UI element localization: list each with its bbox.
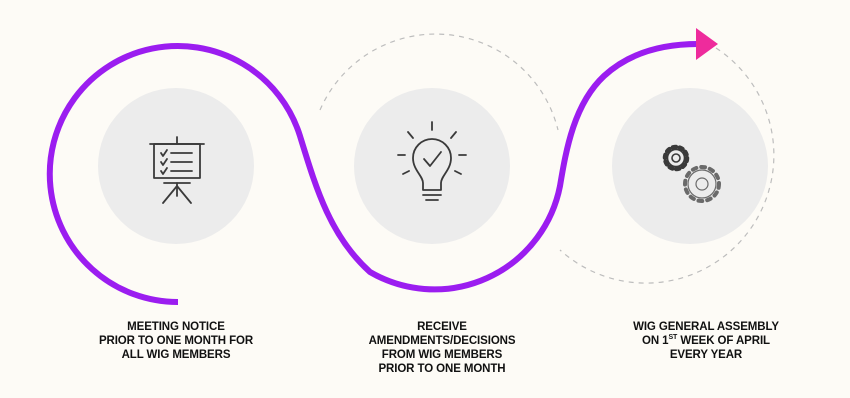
gear-small-teeth	[662, 144, 690, 172]
lightbulb-check-icon	[397, 121, 467, 201]
icon-circle-step-1	[98, 88, 254, 244]
step-3-caption-superscript: ST	[668, 334, 678, 342]
gears-icon	[662, 144, 721, 203]
gear-small-body	[666, 148, 686, 168]
step-3-caption-line-2: ON 1ST WEEK OF APRIL	[591, 334, 821, 348]
gear-large-body	[687, 169, 717, 199]
step-3-caption-on: ON 1	[642, 335, 669, 347]
step-1-caption-line-3: ALL WIG MEMBERS	[121, 349, 231, 361]
icon-circle-step-2	[354, 88, 510, 244]
step-2-caption-line-1: RECEIVE	[417, 321, 467, 333]
step-2-caption: RECEIVE AMENDMENTS/DECISIONS FROM WIG ME…	[327, 320, 557, 376]
step-1-caption: MEETING NOTICE PRIOR TO ONE MONTH FOR AL…	[61, 320, 291, 362]
gear-small-hub	[671, 153, 681, 163]
gear-large-hub	[695, 177, 709, 191]
presentation-board-icon	[149, 136, 205, 204]
arrow-head	[696, 28, 718, 60]
step-3-caption-line-3: EVERY YEAR	[669, 349, 743, 361]
dashed-ring-step-3	[559, 47, 775, 284]
step-2-caption-line-2: AMENDMENTS/DECISIONS	[368, 335, 516, 347]
gear-large-teeth	[683, 165, 721, 203]
step-2-caption-line-4: PRIOR TO ONE MONTH	[378, 363, 506, 375]
step-3-caption-line-1: WIG GENERAL ASSEMBLY	[633, 321, 779, 333]
step-1-caption-line-2: PRIOR TO ONE MONTH FOR	[98, 335, 254, 347]
step-1-caption-line-1: MEETING NOTICE	[127, 321, 225, 333]
process-line	[46, 41, 699, 305]
step-3-caption-week: WEEK OF APRIL	[677, 335, 770, 347]
step-2-caption-line-3: FROM WIG MEMBERS	[381, 349, 503, 361]
step-3-caption: WIG GENERAL ASSEMBLY ON 1ST WEEK OF APRI…	[591, 320, 821, 362]
icon-circle-step-3	[612, 88, 768, 244]
